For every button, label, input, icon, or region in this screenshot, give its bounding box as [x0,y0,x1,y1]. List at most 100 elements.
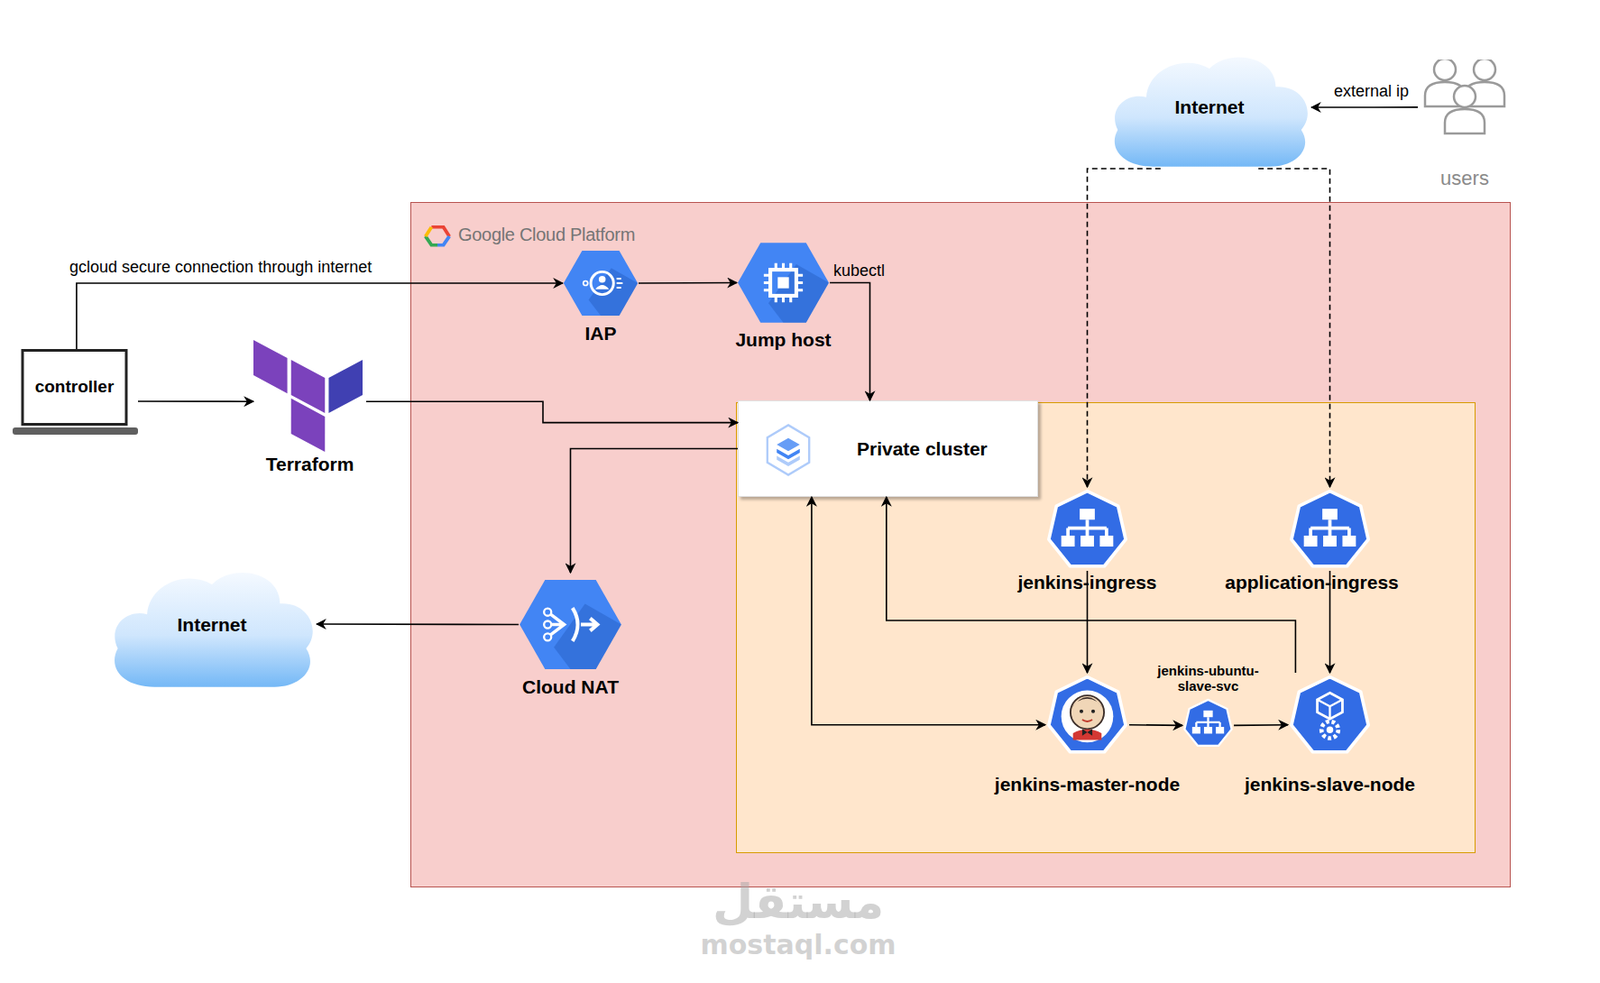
connector-arrow [638,282,737,285]
k8s-resource-icon-part [1184,699,1232,746]
connector-arrow [570,449,739,574]
terraform-logo-part [328,359,363,414]
gcp-service-icon [518,572,623,677]
hept-node: application-ingress [1287,487,1372,571]
k8s-resource-icon-part [1091,709,1095,714]
laptop-node: controller [12,349,138,440]
users-icon-part [1444,109,1485,134]
laptop-label: controller [22,376,127,398]
connector-arrow [137,400,254,403]
hex-node: Jump host [736,236,830,330]
k8s-resource-icon [1045,487,1130,571]
gcp-service-icon-part [583,280,589,286]
connector-arrow [1129,724,1183,727]
gcp-logo-part [437,236,450,246]
gcp-service-icon [562,245,639,322]
cluster-icon-part [776,449,800,460]
k8s-resource-icon-part [1073,729,1103,741]
k8s-resource-icon-part [1195,717,1220,727]
node-label: Cloud NAT [522,676,619,699]
hept-node: jenkins-master-node [1045,672,1130,757]
k8s-resource-icon-part [1082,719,1093,722]
watermark-text: mostaql.com [699,928,896,962]
gcp-heading: Google Cloud Platform [458,223,635,246]
k8s-resource-icon [1287,487,1372,571]
gcp-service-icon-part [553,604,622,670]
hept-node: jenkins-slave-node [1287,672,1372,757]
cloud-label: Internet [107,614,317,636]
gcp-service-icon-part [777,276,789,288]
cloud-label: Internet [1107,96,1312,119]
cluster-icon-part [767,424,810,475]
terraform-logo-part [291,398,326,452]
users-icon-part [1434,59,1456,81]
laptop-icon-part [22,350,127,425]
edge-label: gcloud secure connection through interne… [69,257,372,277]
k8s-resource-icon-part [1291,677,1369,753]
gcp-logo-part [425,236,438,246]
hex-node: Cloud NAT [518,572,623,677]
connector-arrow [316,623,519,626]
k8s-resource-icon-part [1304,535,1318,547]
node-label: Jump host [735,329,831,351]
tf-node: Terraform [253,340,367,480]
k8s-resource-icon-part [1061,690,1114,744]
k8s-resource-icon-part [1099,535,1113,547]
hex-node: IAP [562,245,639,322]
k8s-resource-icon-part [1082,728,1093,736]
k8s-resource-icon-part [1310,519,1350,536]
cluster-node: Private cluster [737,400,1039,497]
dashed-connector [1258,168,1330,488]
connector-arrow [1086,570,1089,673]
users-icon-part [1453,85,1476,108]
k8s-resource-icon-part [1070,695,1104,729]
k8s-resource-icon-part [1079,709,1084,714]
k8s-resource-icon-part [1322,508,1338,520]
cloud-node: Internet [107,560,317,690]
watermark-text: مستقل [712,874,884,929]
k8s-resource-icon [1045,672,1130,757]
edge-label: kubectl [833,260,885,281]
gcp-logo-part [425,227,433,237]
gcp-service-icon-part [563,250,638,316]
gcp-node: Google Cloud PlatformIAP Jump hostPrivate… [410,202,1511,888]
users-node: users [1417,59,1512,195]
node-label: jenkins-slave-node [1244,773,1416,796]
hept-node: jenkins-ingress [1045,487,1130,571]
terraform-label: Terraform [266,453,355,476]
laptop-icon-part [12,427,138,435]
edge-label: external ip [1333,81,1409,102]
terraform-logo-part [253,340,288,394]
gcp-logo-part [431,227,450,237]
k8s-resource-icon-part [1342,535,1356,547]
connector-arrow [76,283,563,350]
gcp-service-icon-part [543,620,552,628]
k8s-resource-icon-part [1203,710,1213,718]
k8s-resource-icon-part [1321,721,1339,739]
k8s-resource-icon-part [1048,677,1126,753]
gcp-service-icon-part [543,608,552,617]
node-label: application-ingress [1224,571,1399,594]
terraform-logo [253,340,363,452]
node-label: jenkins-master-node [994,773,1180,796]
k8s-resource-icon-part [1067,519,1107,536]
gcp-logo [423,223,451,249]
dashed-connector [1087,168,1161,488]
k8s-resource-icon-part [1192,726,1201,734]
cluster-label: Private cluster [856,438,988,460]
gcp-service-icon-part [616,278,624,288]
cloud-node: Internet [1107,45,1312,169]
node-label: jenkins-ingress [1017,571,1157,594]
gcp-service-icon-part [580,618,598,632]
gcp-service-icon-part [768,264,829,323]
k8s-resource-icon [1182,697,1234,749]
gcp-service-icon-part [572,607,579,642]
k8s-resource-icon-part [1079,508,1095,520]
gcp-service-icon-part [588,267,639,316]
k8s-resource-icon-part [1080,535,1095,547]
gcp-service-icon-part [770,269,797,296]
k8s-resource-icon-part [1317,692,1343,719]
connector-arrow [886,496,1297,673]
gcp-service-icon-part [519,579,622,670]
